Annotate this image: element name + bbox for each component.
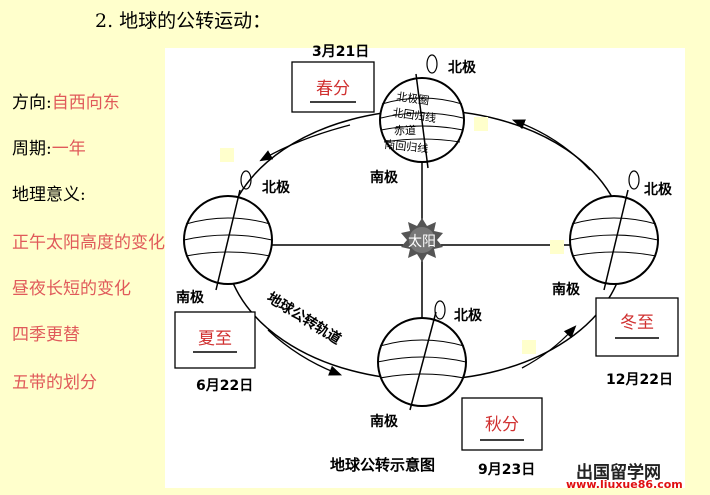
season-box-summer [174, 311, 256, 369]
north-pole-label: 北极 [644, 181, 673, 198]
arrow-icon [511, 119, 591, 171]
date-winter: 12月22日 [606, 372, 673, 388]
south-pole-label: 南极 [370, 413, 399, 430]
period-label: 周期: [12, 139, 52, 159]
direction-label: 方向: [12, 93, 52, 113]
sun-core [409, 227, 435, 253]
season-box-autumn [461, 397, 543, 451]
lat-label: 北极圈 [396, 89, 431, 107]
season-spring: 春分 [316, 79, 350, 99]
south-pole-label: 南极 [370, 169, 399, 186]
season-winter: 冬至 [620, 313, 654, 333]
date-summer: 6月22日 [196, 378, 253, 394]
globe-summer: 北极 南极 [176, 170, 291, 306]
arrow-icon [267, 329, 343, 376]
period-value: 一年 [51, 139, 86, 159]
lat-label: 南回归线 [384, 137, 429, 156]
marker-square [550, 240, 564, 254]
meaning-item: 正午太阳高度的变化 [12, 233, 165, 253]
south-pole-label: 南极 [176, 289, 205, 306]
sun-label: 太阳 [408, 234, 436, 250]
page-title: 2. 地球的公转运动： [95, 10, 272, 32]
globe-autumn: 北极 南极 [370, 300, 483, 430]
north-pole-label: 北极 [448, 59, 477, 76]
north-pole-label: 北极 [454, 307, 483, 324]
arrow-icon [521, 325, 577, 369]
arrow-icon [259, 124, 351, 162]
season-summer: 夏至 [198, 329, 232, 349]
marker-square [474, 117, 488, 131]
marker-square [220, 148, 234, 162]
globe-spring: 北极 南极 北极圈 北回归线 赤道 南回归线 [370, 54, 477, 186]
diagram-caption: 地球公转示意图 [330, 456, 435, 474]
meaning-label: 地理意义: [12, 185, 86, 205]
north-pole-label: 北极 [262, 179, 291, 196]
south-pole-label: 南极 [552, 281, 581, 298]
date-autumn: 9月23日 [478, 462, 535, 478]
lat-label: 北回归线 [392, 105, 438, 125]
watermark-text: 出国留学网 [576, 463, 661, 483]
watermark-url: www.liuxue86.com [566, 478, 683, 491]
season-autumn: 秋分 [485, 415, 519, 435]
direction-row: 方向:自西向东 [12, 88, 120, 113]
marker-square [522, 340, 536, 354]
meaning-item: 四季更替 [12, 325, 80, 345]
globe-icon [569, 195, 659, 285]
period-row: 周期:一年 [12, 134, 86, 159]
meaning-item: 五带的划分 [12, 373, 97, 393]
season-box-spring [291, 61, 375, 113]
meaning-item: 昼夜长短的变化 [12, 279, 131, 299]
date-spring: 3月21日 [312, 44, 369, 60]
direction-value: 自西向东 [51, 93, 120, 113]
orbit-label: 地球公转轨道 [264, 289, 344, 348]
lat-label: 赤道 [394, 123, 416, 137]
globe-winter: 北极 南极 [552, 170, 673, 298]
season-box-winter [595, 297, 679, 357]
